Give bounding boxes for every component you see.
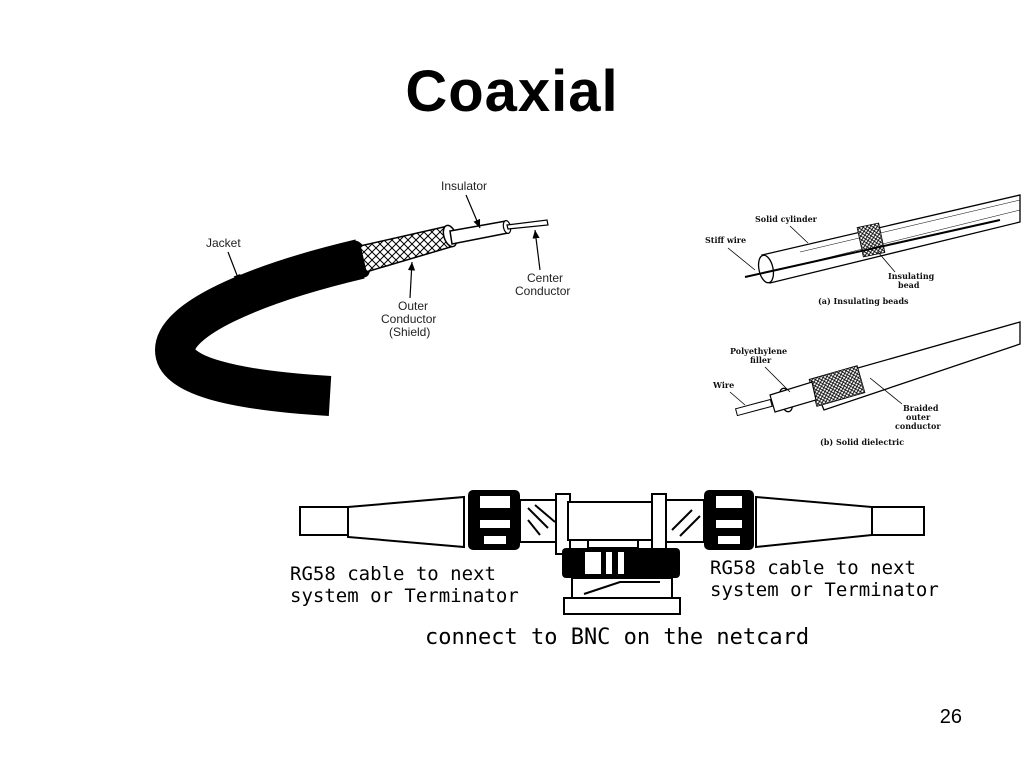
wire-pointer: [729, 391, 746, 406]
outer-conductor-label-line2: Conductor: [381, 312, 436, 326]
wire-label: Wire: [712, 380, 734, 390]
bnc-right-label-line2: system or Terminator: [710, 579, 939, 601]
braided-label-line3: conductor: [895, 421, 941, 431]
outer-conductor-label-line1: Outer: [398, 299, 428, 313]
insulating-beads-illustration: [744, 194, 1021, 284]
coax-cutaway-illustration: [154, 219, 549, 416]
solid-cylinder-label: Solid cylinder: [755, 214, 818, 224]
bnc-right-label-line1: RG58 cable to next: [710, 557, 916, 579]
solid-dielectric-illustration: [734, 321, 1021, 417]
page-number: 26: [939, 706, 962, 728]
center-conductor-label-line2: Conductor: [515, 284, 570, 298]
bnc-left-label-line1: RG58 cable to next: [290, 563, 496, 585]
bnc-bottom-label: connect to BNC on the netcard: [425, 625, 809, 650]
center-conductor-arrow: [532, 229, 541, 271]
polyethylene-filler-pointer: [764, 366, 791, 393]
stiff-wire-label: Stiff wire: [705, 235, 746, 245]
braided-label-line2: outer: [906, 412, 931, 422]
caption-a: (a) Insulating beads: [818, 296, 909, 306]
insulating-bead-pointer: [877, 251, 896, 273]
insulating-bead-label-line2: bead: [898, 280, 920, 290]
polyethylene-filler-label-line1: Polyethylene: [730, 346, 787, 356]
outer-conductor-arrow: [407, 261, 416, 299]
insulator-arrow: [465, 194, 481, 229]
jacket-label: Jacket: [206, 236, 241, 250]
center-conductor-label-line1: Center: [527, 271, 563, 285]
polyethylene-filler-label-line2: filler: [750, 355, 772, 365]
slide-title: Coaxial: [405, 59, 619, 124]
outer-conductor-label-line3: (Shield): [389, 325, 430, 339]
braided-label-line1: Braided: [903, 403, 939, 413]
solid-cylinder-pointer: [789, 225, 809, 244]
jacket-arrow: [227, 251, 241, 284]
insulating-bead-label-line1: Insulating: [888, 271, 935, 281]
stiff-wire-pointer: [727, 247, 756, 271]
braided-pointer: [869, 377, 903, 405]
bnc-t-connector-illustration: [299, 490, 925, 615]
caption-b: (b) Solid dielectric: [820, 437, 904, 447]
insulator-label: Insulator: [441, 179, 487, 193]
bnc-left-label-line2: system or Terminator: [290, 585, 519, 607]
